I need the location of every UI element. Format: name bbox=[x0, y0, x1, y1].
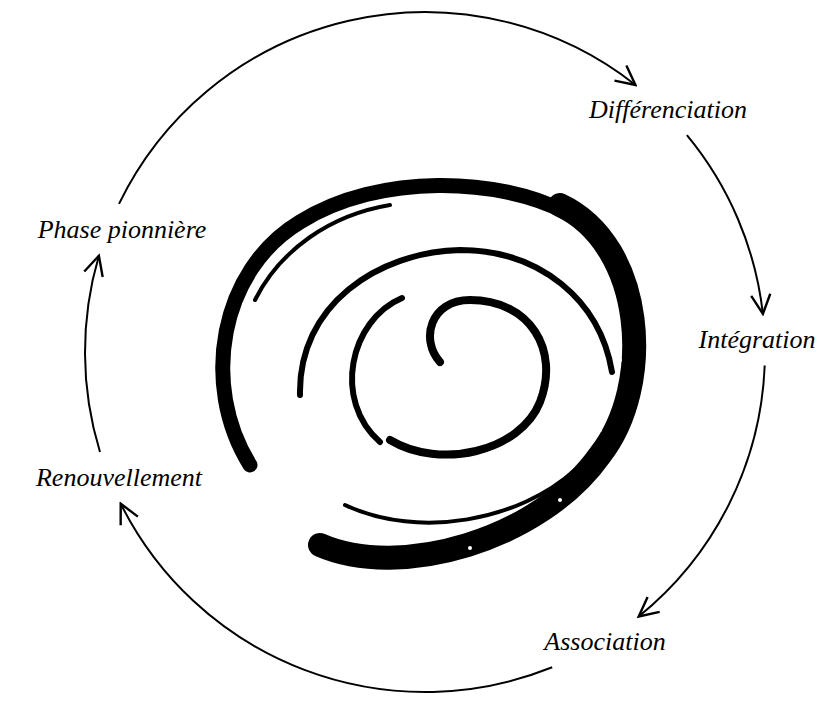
cycle-arrow bbox=[639, 366, 765, 617]
cycle-arrow bbox=[687, 135, 763, 314]
stage-text: Renouvellement bbox=[36, 463, 202, 492]
stage-text: Différenciation bbox=[589, 95, 747, 124]
stage-label: Phase pionnière bbox=[34, 213, 211, 247]
spiral-arm bbox=[352, 298, 402, 442]
star-dot bbox=[558, 498, 562, 502]
spiral-arm bbox=[300, 250, 612, 395]
stage-text: Association bbox=[544, 627, 665, 656]
stage-label: Intégration bbox=[695, 323, 820, 357]
stage-label: Renouvellement bbox=[32, 461, 206, 495]
star-dot bbox=[468, 546, 472, 550]
cycle-arrow bbox=[119, 12, 636, 204]
spiral-arm bbox=[390, 300, 546, 455]
spiral-arm bbox=[320, 205, 634, 558]
star-dot bbox=[618, 358, 622, 362]
stage-label: Différenciation bbox=[585, 93, 751, 127]
cycle-arrow bbox=[85, 256, 100, 452]
spiral-arm bbox=[345, 470, 575, 523]
star-dot bbox=[598, 428, 602, 432]
stage-text: Phase pionnière bbox=[38, 215, 207, 244]
spiral-arm bbox=[223, 185, 565, 465]
stage-label: Association bbox=[540, 625, 669, 659]
star-dot bbox=[239, 379, 242, 382]
stage-text: Intégration bbox=[699, 325, 816, 354]
cycle-arrow bbox=[121, 504, 553, 692]
spiral-arm bbox=[255, 205, 390, 300]
